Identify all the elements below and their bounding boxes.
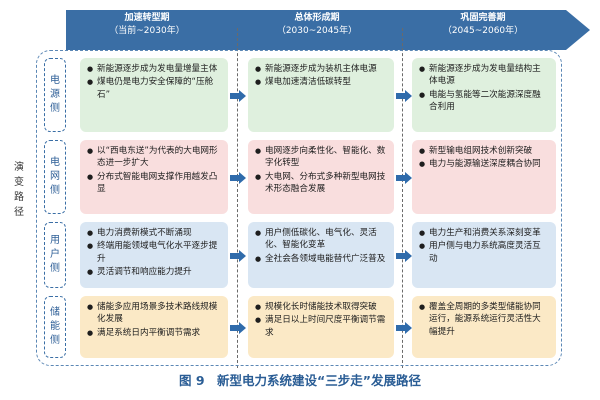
bullet-item: 电网逐步向柔性化、智能化、数字化转型 bbox=[255, 145, 387, 170]
bullet-item: 用户侧与电力系统高度灵活互动 bbox=[419, 240, 549, 265]
timeline-arrow: 加速转型期 （当前~2030年） 总体形成期 （2030~2045年） 巩固完善… bbox=[66, 10, 590, 50]
bullet-item: 新能源逐步成为发电量结构主体电源 bbox=[419, 63, 549, 88]
cell-user-stage2: 用户侧低碳化、电气化、灵活化、智能化变革 全社会各领域电能替代广泛普及 bbox=[248, 222, 394, 288]
category-label: 电网侧 bbox=[50, 157, 60, 196]
cell-user-stage3: 电力生产和消费关系深刻变革 用户侧与电力系统高度灵活互动 bbox=[412, 222, 556, 288]
bullet-item: 分布式智能电网支撑作用越发凸显 bbox=[87, 171, 221, 196]
bullet-item: 满足日以上时间尺度平衡调节需求 bbox=[255, 314, 387, 339]
category-label: 电源侧 bbox=[50, 75, 60, 114]
category-storage: 储能侧 bbox=[44, 296, 66, 358]
bullet-item: 电力与能源输送深度耦合协同 bbox=[419, 158, 549, 171]
bullet-item: 灵活调节和响应能力提升 bbox=[87, 266, 221, 279]
bullet-item: 电力消费新模式不断涌现 bbox=[87, 227, 221, 240]
stage-divider bbox=[402, 28, 403, 368]
category-label: 储能侧 bbox=[50, 307, 60, 346]
bullet-item: 以“西电东送”为代表的大电网形态进一步扩大 bbox=[87, 145, 221, 170]
category-label: 用户侧 bbox=[50, 235, 60, 274]
cell-grid-stage2: 电网逐步向柔性化、智能化、数字化转型 大电网、分布式多种新型电网技术形态融合发展 bbox=[248, 140, 394, 214]
stage-name: 加速转型期 bbox=[124, 13, 170, 23]
timeline-arrow-shape bbox=[66, 10, 590, 50]
bullet-item: 煤电加速清洁低碳转型 bbox=[255, 76, 387, 89]
cell-storage-stage2: 规模化长时储能技术取得突破 满足日以上时间尺度平衡调节需求 bbox=[248, 296, 394, 358]
bullet-item: 煤电仍是电力安全保障的“压舱石” bbox=[87, 76, 221, 101]
stage-years: （当前~2030年） bbox=[109, 26, 185, 36]
stage-divider bbox=[237, 28, 238, 368]
stage-name: 巩固完善期 bbox=[460, 13, 506, 23]
category-power-source: 电源侧 bbox=[44, 58, 66, 132]
category-user: 用户侧 bbox=[44, 222, 66, 288]
bullet-item: 新能源逐步成为装机主体电源 bbox=[255, 63, 387, 76]
stage-accelerating: 加速转型期 （当前~2030年） bbox=[72, 12, 222, 38]
stage-years: （2045~2060年） bbox=[442, 26, 524, 36]
bullet-item: 新能源逐步成为发电量增量主体 bbox=[87, 63, 221, 76]
cell-power-source-stage1: 新能源逐步成为发电量增量主体 煤电仍是电力安全保障的“压舱石” bbox=[80, 58, 228, 132]
bullet-item: 电力生产和消费关系深刻变革 bbox=[419, 227, 549, 240]
cell-storage-stage1: 储能多应用场景多技术路线规模化发展 满足系统日内平衡调节需求 bbox=[80, 296, 228, 358]
bullet-item: 大电网、分布式多种新型电网技术形态融合发展 bbox=[255, 171, 387, 196]
bullet-item: 全社会各领域电能替代广泛普及 bbox=[255, 253, 387, 266]
stage-years: （2030~2045年） bbox=[276, 26, 358, 36]
bullet-item: 满足系统日内平衡调节需求 bbox=[87, 327, 221, 340]
bullet-item: 电能与氢能等二次能源深度融合利用 bbox=[419, 89, 549, 114]
bullet-item: 覆盖全周期的多类型储能协同运行，能源系统运行灵活性大幅提升 bbox=[419, 301, 549, 338]
pathway-frame bbox=[36, 50, 562, 366]
category-grid: 电网侧 bbox=[44, 140, 66, 214]
cell-user-stage1: 电力消费新模式不断涌现 终端用能领域电气化水平逐步提升 灵活调节和响应能力提升 bbox=[80, 222, 228, 288]
bullet-item: 规模化长时储能技术取得突破 bbox=[255, 301, 387, 314]
cell-storage-stage3: 覆盖全周期的多类型储能协同运行，能源系统运行灵活性大幅提升 bbox=[412, 296, 556, 358]
cell-grid-stage3: 新型输电组网技术创新突破 电力与能源输送深度耦合协同 bbox=[412, 140, 556, 214]
bullet-item: 储能多应用场景多技术路线规模化发展 bbox=[87, 301, 221, 326]
cell-power-source-stage3: 新能源逐步成为发电量结构主体电源 电能与氢能等二次能源深度融合利用 bbox=[412, 58, 556, 132]
stage-consolidating: 巩固完善期 （2045~2060年） bbox=[408, 12, 558, 38]
cell-grid-stage1: 以“西电东送”为代表的大电网形态进一步扩大 分布式智能电网支撑作用越发凸显 bbox=[80, 140, 228, 214]
cell-power-source-stage2: 新能源逐步成为装机主体电源 煤电加速清洁低碳转型 bbox=[248, 58, 394, 132]
figure-caption: 图 9 新型电力系统建设“三步走”发展路径 bbox=[179, 373, 421, 388]
bullet-item: 终端用能领域电气化水平逐步提升 bbox=[87, 240, 221, 265]
side-label: 演变路径 bbox=[14, 162, 24, 218]
stage-forming: 总体形成期 （2030~2045年） bbox=[242, 12, 392, 38]
bullet-item: 用户侧低碳化、电气化、灵活化、智能化变革 bbox=[255, 227, 387, 252]
bullet-item: 新型输电组网技术创新突破 bbox=[419, 145, 549, 158]
stage-name: 总体形成期 bbox=[294, 13, 340, 23]
